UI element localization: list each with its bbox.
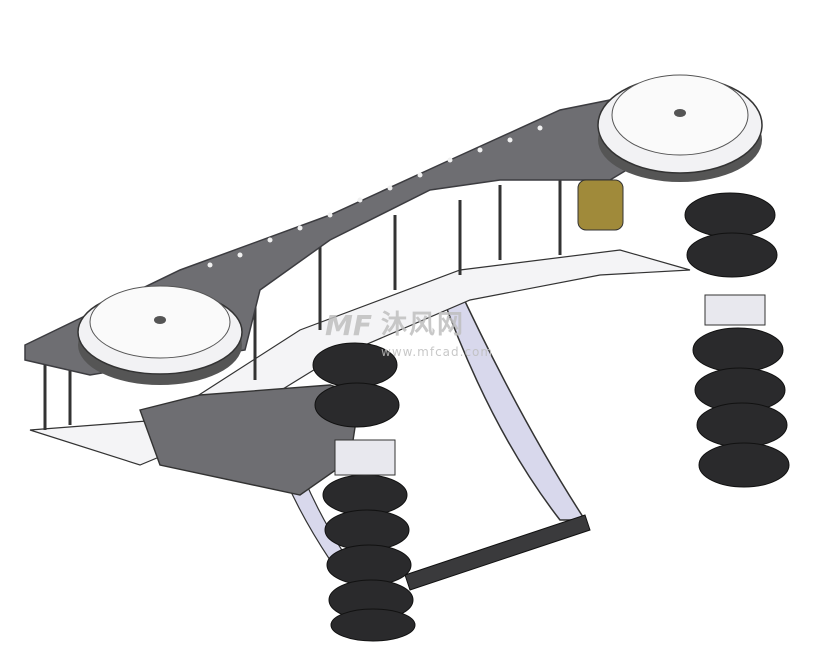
watermark-url: www.mfcad.com: [381, 345, 494, 359]
bearing-center: [334, 439, 396, 476]
curved-arc-guide: [439, 278, 587, 521]
bottom-rod: [404, 514, 591, 591]
motor: [577, 179, 624, 231]
watermark-name: 沐风网: [381, 310, 466, 340]
wheel-stack-center-lower: [322, 474, 416, 642]
standoff-posts: [43, 180, 562, 430]
plate-holes: [207, 125, 543, 268]
watermark: MF 沐风网 www.mfcad.com: [325, 310, 525, 362]
watermark-logo: MF: [325, 309, 372, 342]
wheel-stack-center-upper: [312, 342, 400, 428]
swing-arm: [139, 384, 361, 496]
pulley-right: [597, 74, 763, 182]
pulley-left: [77, 285, 243, 385]
wheel-stack-right: [684, 192, 790, 488]
bearing-right: [704, 294, 766, 326]
